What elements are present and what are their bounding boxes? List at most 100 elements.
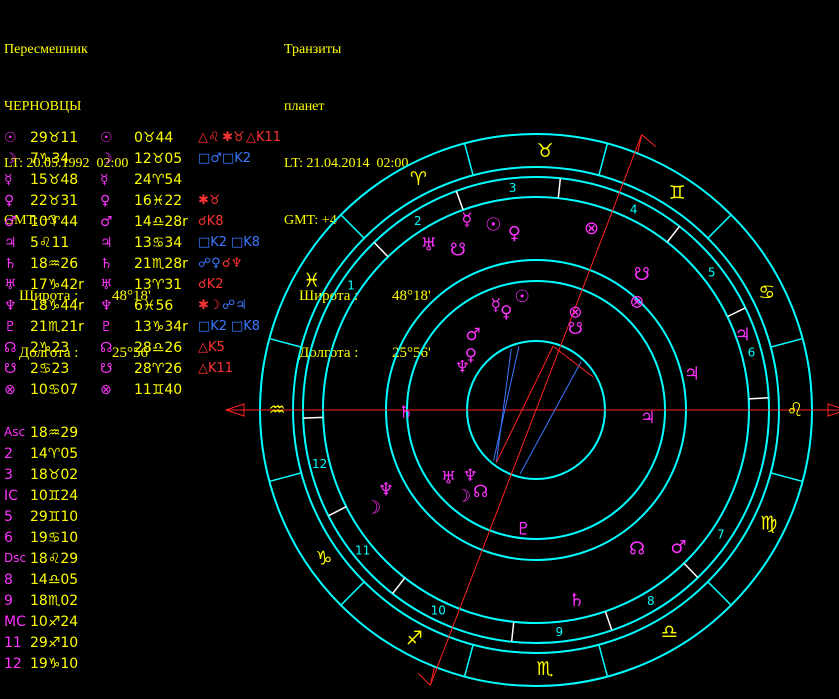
house-cusp-tick	[391, 577, 406, 595]
transit-planet-glyph: ♀	[100, 193, 111, 209]
asc-arrow	[224, 403, 245, 417]
transit-lon-value: 25°56'	[392, 345, 431, 361]
zodiac-divider	[770, 472, 803, 483]
natal-lat-label: Широта :	[19, 288, 79, 304]
house-label: 11	[4, 635, 22, 651]
natal-planet-position: 18♑44r	[30, 298, 84, 314]
transit-planet-position: 6♓56	[134, 298, 174, 314]
natal-planet-glyph: ♀	[500, 302, 512, 322]
zodiac-divider	[598, 143, 609, 176]
aspect-label: □K2	[198, 319, 228, 334]
house-number: 8	[647, 594, 655, 608]
mc-ic-axis	[429, 134, 643, 686]
transit-planet-glyph: ♂	[670, 537, 686, 558]
zodiac-divider	[598, 644, 609, 677]
natal-planet-glyph: ♇	[4, 319, 17, 335]
zodiac-divider	[269, 337, 302, 348]
natal-planet-glyph: ♄	[398, 402, 413, 422]
house-cusp-tick	[557, 178, 562, 199]
house-number: 5	[708, 266, 716, 280]
aspect-label: △K5	[198, 340, 225, 355]
natal-planet-glyph: ♀	[465, 345, 477, 365]
transit-planet-glyph: ⊗	[584, 218, 599, 239]
house-label: 12	[4, 656, 22, 672]
house-cusp-tick	[683, 562, 699, 579]
natal-planet-glyph: ♂	[465, 325, 480, 345]
transit-planet-glyph: ☉	[485, 214, 501, 235]
natal-lon: Долгота :25°56'	[4, 325, 151, 361]
transit-planet-glyph: ♅	[100, 277, 113, 293]
transit-planet-glyph: ☊	[629, 539, 645, 560]
natal-gmt: GMT: +3	[4, 213, 57, 228]
aspect-label: ☌♆	[222, 256, 243, 271]
natal-planet-position: 2♑23	[30, 340, 70, 356]
zodiac-sign-glyph: ♌	[786, 399, 803, 421]
house-number: 9	[555, 625, 563, 639]
natal-planet-glyph: ☊	[4, 340, 17, 356]
house-value: 19♑10	[30, 656, 79, 672]
house-value: 18♒29	[30, 425, 79, 441]
house-number: 1	[347, 278, 355, 292]
aspect-label: ✱♉	[222, 130, 245, 145]
transit-title: Транзиты	[284, 42, 342, 57]
house-label: 8	[4, 572, 13, 588]
aspect-line	[495, 348, 512, 463]
zodiac-divider	[269, 472, 302, 483]
house-value: 14♎05	[30, 572, 79, 588]
transit-planet-position: 11♊40	[134, 382, 183, 398]
house-cusp-tick	[373, 241, 389, 258]
aspect-line	[519, 361, 582, 475]
natal-planet-glyph: ☿	[4, 172, 13, 188]
transit-planet-glyph: ☿	[461, 210, 472, 231]
transit-planet-position: 14♎28r	[134, 214, 188, 230]
natal-place: ЧЕРНОВЦЫ	[4, 99, 82, 114]
transit-planet-glyph: ♃	[100, 235, 113, 251]
natal-planet-glyph: ☉	[514, 287, 529, 307]
zodiac-sign-glyph: ♉	[537, 140, 554, 162]
zodiac-sign-glyph: ♊	[669, 182, 686, 204]
natal-planet-glyph: ☽	[456, 487, 471, 507]
aspect-label: □K2	[222, 151, 252, 166]
transit-planet-position: 28♈26	[134, 361, 183, 377]
transit-planet-glyph: ⊗	[629, 291, 644, 312]
natal-planet-glyph: ♄	[4, 256, 17, 272]
natal-planet-glyph: ♇	[516, 519, 531, 539]
house-cusp-tick	[455, 190, 464, 211]
transit-planet-glyph: ♅	[421, 234, 437, 255]
aspect-label: □K8	[231, 235, 261, 250]
natal-planet-position: 18♒26	[30, 256, 79, 272]
transit-planet-glyph: ♄	[100, 256, 113, 272]
natal-planet-glyph: ♃	[4, 235, 17, 251]
mc-arrow	[637, 134, 657, 153]
transit-planet-glyph: ☋	[100, 361, 113, 377]
transit-planet-position: 21♏28r	[134, 256, 188, 272]
house-value: 18♉02	[30, 467, 79, 483]
house-value: 10♊24	[30, 488, 79, 504]
house-number: 11	[355, 543, 370, 557]
aspect-label: ☌K2	[198, 277, 224, 292]
house-value: 14♈05	[30, 446, 79, 462]
natal-lat: Широта : 48°18'	[4, 268, 151, 304]
transit-planet-glyph: ☊	[100, 340, 113, 356]
natal-lat-value: 48°18'	[112, 288, 151, 304]
house-value: 29♊10	[30, 509, 79, 525]
transit-planet-glyph: ♇	[100, 319, 113, 335]
aspect-label: ☍♃	[222, 298, 247, 313]
transit-planet-glyph: ♃	[684, 364, 700, 385]
house-cusp-tick	[604, 611, 613, 631]
transit-planet-glyph: ♆	[378, 479, 394, 500]
transit-planet-position: 28♎26	[134, 340, 183, 356]
transit-planet-glyph: ☽	[100, 151, 113, 167]
transit-planet-position: 13♈31	[134, 277, 183, 293]
natal-planet-glyph: ♂	[4, 214, 17, 230]
transit-planet-glyph: ♂	[100, 214, 113, 230]
aspect-line	[552, 345, 594, 378]
zodiac-divider	[707, 581, 732, 606]
aspect-line	[493, 346, 520, 461]
natal-planet-glyph: ♆	[463, 466, 478, 486]
transit-subtitle: планет	[284, 99, 325, 114]
house-cusp-tick	[510, 621, 515, 642]
natal-planet-glyph: ☋	[568, 319, 583, 339]
house-cusp-tick	[303, 416, 324, 419]
